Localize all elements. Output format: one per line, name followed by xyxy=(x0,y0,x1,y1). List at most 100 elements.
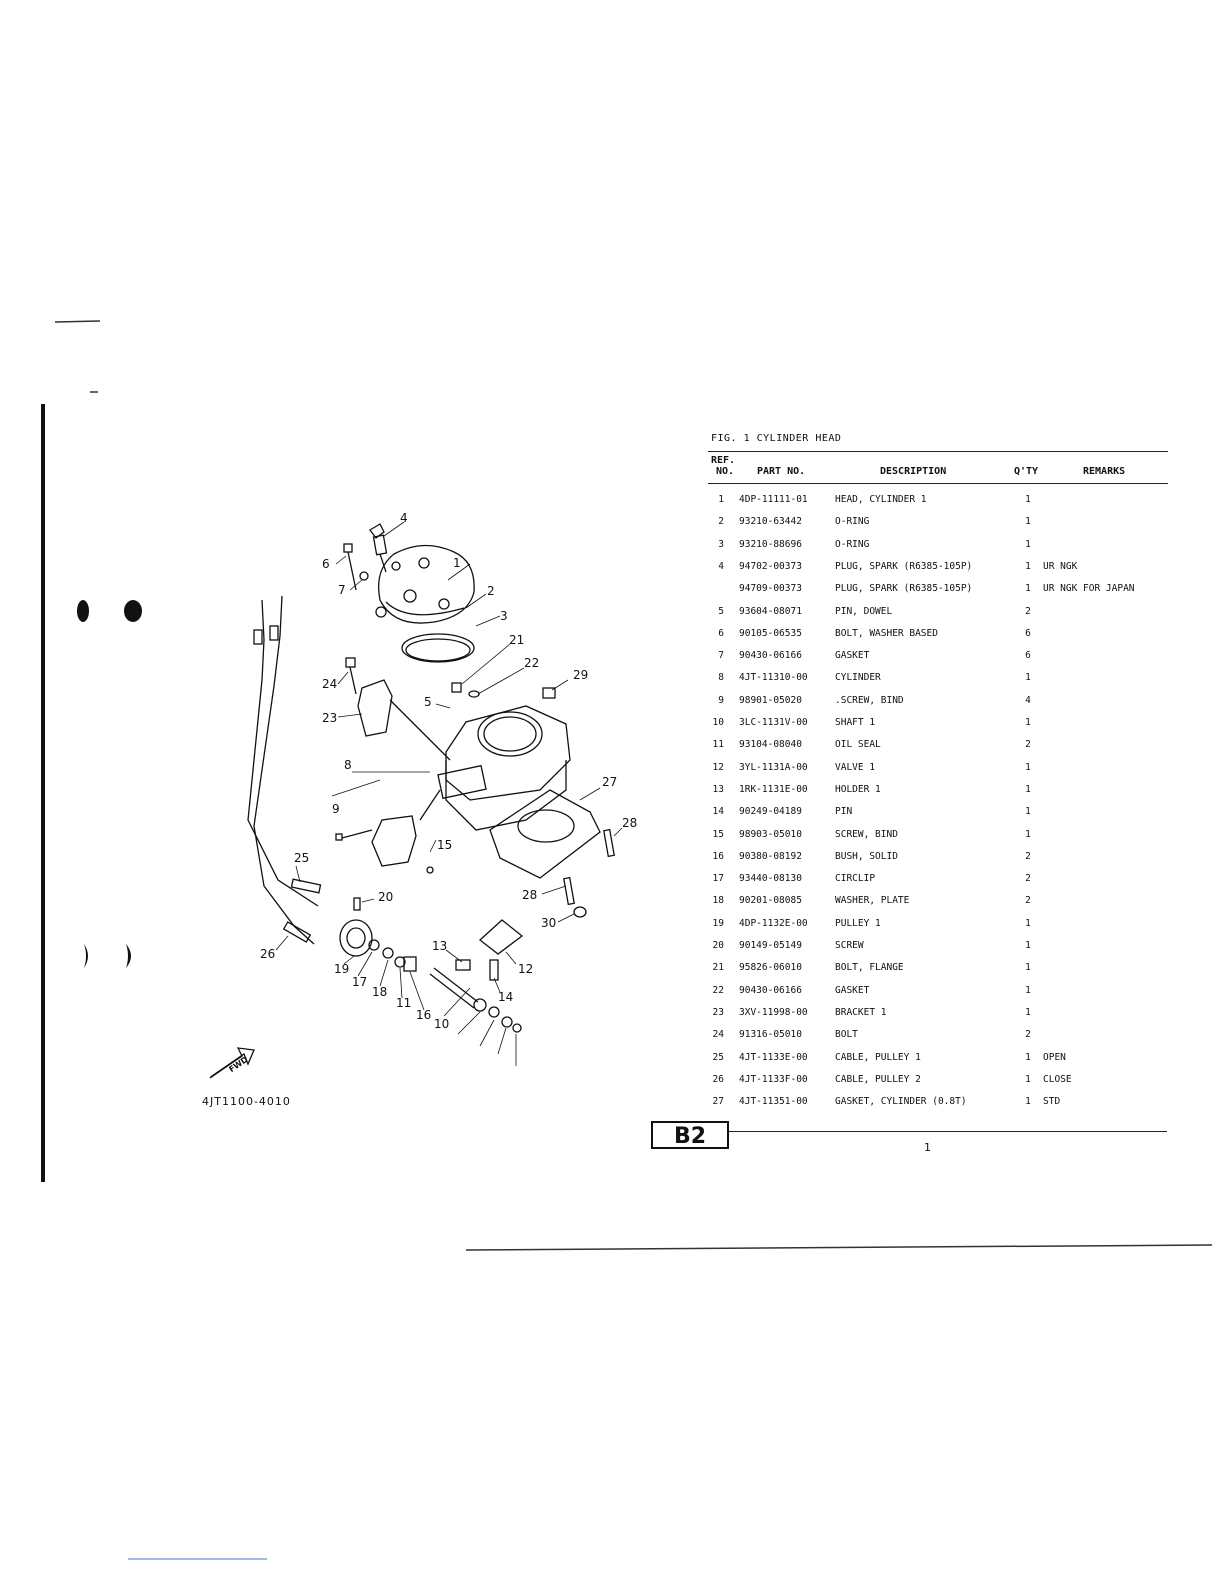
ref-cell: 8 xyxy=(718,672,724,684)
table-top-rule xyxy=(708,451,1168,452)
description-cell: HEAD, CYLINDER 1 xyxy=(835,494,927,505)
quantity-cell: 1 xyxy=(1025,672,1031,684)
callout-13: 13 xyxy=(432,939,448,953)
description-cell: CIRCLIP xyxy=(835,873,876,885)
quantity-cell: 1 xyxy=(1025,783,1031,795)
ref-cell: 18 xyxy=(712,895,724,907)
ref-cell: 27 xyxy=(712,1096,724,1108)
ref-cell: 16 xyxy=(712,850,724,862)
part-number-cell: 93210-88696 xyxy=(739,538,802,550)
part-number-cell: 90380-08192 xyxy=(739,850,802,862)
description-cell: CABLE, PULLEY 2 xyxy=(835,1073,921,1085)
header-part-no: PART NO. xyxy=(757,466,806,477)
quantity-cell: 1 xyxy=(1025,962,1031,974)
callout-2: 2 xyxy=(487,584,495,598)
quantity-cell: 2 xyxy=(1025,850,1031,862)
ref-cell: 10 xyxy=(712,717,724,728)
ref-cell: 17 xyxy=(712,873,724,885)
ref-cell: 3 xyxy=(718,538,724,550)
callout-23: 23 xyxy=(322,711,338,725)
quantity-cell: 2 xyxy=(1025,739,1031,751)
ref-cell: 26 xyxy=(712,1073,724,1085)
quantity-cell: 1 xyxy=(1025,917,1031,929)
quantity-cell: 1 xyxy=(1025,1006,1031,1018)
table-header-rule xyxy=(708,483,1168,484)
callout-4: 4 xyxy=(400,511,408,525)
diagram-code: 4JT1100-4010 xyxy=(202,1095,291,1108)
description-cell: BRACKET 1 xyxy=(835,1006,887,1018)
part-number-cell: 90249-04189 xyxy=(739,806,802,818)
callout-15: 15 xyxy=(437,838,453,852)
callout-18: 18 xyxy=(372,985,388,999)
callout-7: 7 xyxy=(338,583,346,597)
ref-cell: 20 xyxy=(712,940,724,951)
quantity-cell: 1 xyxy=(1025,806,1031,818)
callout-20: 20 xyxy=(378,890,394,904)
quantity-cell: 1 xyxy=(1025,761,1031,773)
description-cell: O-RING xyxy=(835,538,870,550)
part-number-cell: 4JT-1133E-00 xyxy=(739,1051,808,1063)
page-number: 1 xyxy=(924,1141,931,1154)
callout-16: 16 xyxy=(416,1008,432,1022)
part-number-cell: 3LC-1131V-00 xyxy=(739,717,808,728)
callout-30: 30 xyxy=(541,916,557,930)
header-remarks: REMARKS xyxy=(1083,466,1126,477)
callout-27: 27 xyxy=(602,775,618,789)
callout-14: 14 xyxy=(498,990,514,1004)
description-cell: GASKET, CYLINDER (0.8T) xyxy=(835,1096,967,1108)
description-cell: SHAFT 1 xyxy=(835,717,876,728)
description-cell: PULLEY 1 xyxy=(835,917,881,929)
callout-8: 8 xyxy=(344,758,352,772)
part-number-cell: 1RK-1131E-00 xyxy=(739,783,808,795)
description-cell: BOLT xyxy=(835,1029,858,1041)
quantity-cell: 1 xyxy=(1025,1096,1031,1108)
header-description: DESCRIPTION xyxy=(880,466,947,477)
description-cell: PLUG, SPARK (R6385-105P) xyxy=(835,583,973,595)
callout-10: 10 xyxy=(434,1017,450,1031)
callout-26: 26 xyxy=(260,947,276,961)
callout-12: 12 xyxy=(518,962,534,976)
footer-rule xyxy=(729,1131,1167,1132)
quantity-cell: 1 xyxy=(1025,940,1031,951)
ref-cell: 4 xyxy=(718,560,724,572)
description-cell: .SCREW, BIND xyxy=(835,694,904,706)
callout-28b: 28 xyxy=(522,888,538,902)
quantity-cell: 2 xyxy=(1025,895,1031,907)
remarks-cell: STD xyxy=(1043,1096,1061,1108)
ref-cell: 5 xyxy=(718,605,724,617)
header-ref-line2: NO. xyxy=(716,466,735,477)
callout-17: 17 xyxy=(352,975,368,989)
quantity-cell: 4 xyxy=(1025,694,1031,706)
ref-cell: 13 xyxy=(712,783,724,795)
quantity-cell: 6 xyxy=(1025,650,1031,662)
description-cell: GASKET xyxy=(835,650,870,662)
quantity-cell: 1 xyxy=(1025,1073,1031,1085)
ref-cell: 15 xyxy=(712,828,724,840)
part-number-cell: 98901-05020 xyxy=(739,694,802,706)
part-number-cell: 93104-08040 xyxy=(739,739,802,751)
callout-29: 29 xyxy=(573,668,589,682)
ref-cell: 23 xyxy=(712,1006,724,1018)
description-cell: CYLINDER xyxy=(835,672,881,684)
description-cell: PIN xyxy=(835,806,853,818)
ref-cell: 11 xyxy=(712,739,724,751)
section-box: B2 xyxy=(651,1121,729,1149)
ref-cell: 2 xyxy=(718,516,724,528)
description-cell: PLUG, SPARK (R6385-105P) xyxy=(835,560,973,572)
description-cell: GASKET xyxy=(835,984,870,996)
callout-9: 9 xyxy=(332,802,340,816)
